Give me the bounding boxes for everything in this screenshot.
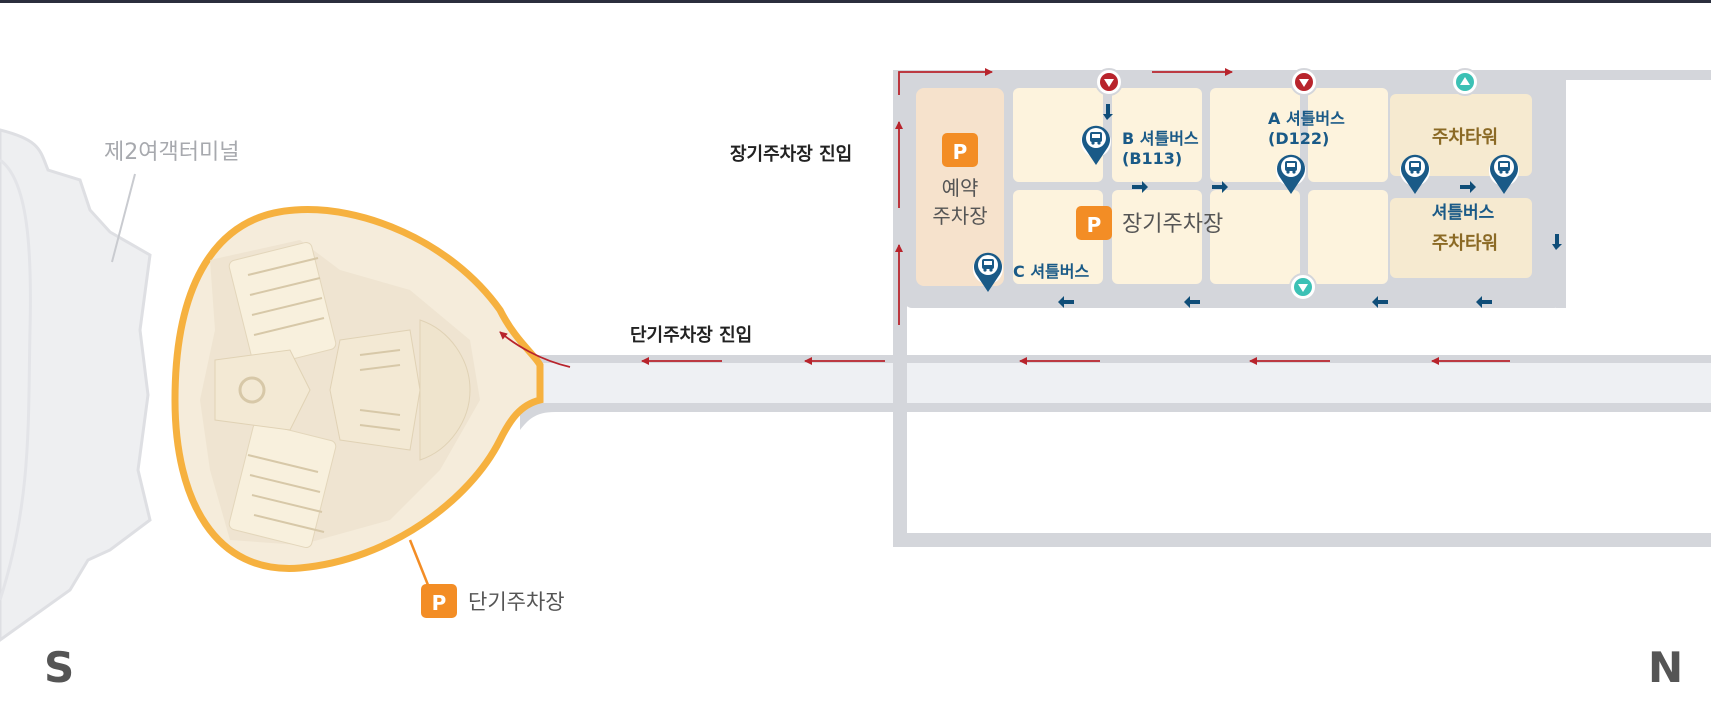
lot-block [1308, 190, 1388, 284]
lot-block [1210, 88, 1300, 182]
terminal-label: 제2여객터미널 [104, 140, 239, 165]
exit-marker-red [1095, 68, 1123, 96]
parking-tower-label: 주차타워 [1432, 126, 1498, 148]
compass-north: N [1648, 643, 1683, 692]
lot-block [1013, 88, 1103, 182]
reserved-parking-badge: P [942, 133, 978, 167]
long-term-entry-label: 장기주차장 진입 [730, 143, 852, 165]
shuttle-b-label: B 셔틀버스 [1122, 129, 1199, 148]
lot-block [1112, 88, 1202, 182]
shuttle-tower-label: 셔틀버스 [1432, 203, 1495, 223]
reserved-lot-block [916, 88, 1004, 286]
short-term-parking-badge: P [421, 584, 457, 618]
lot-block [1210, 190, 1300, 284]
reserved-parking-label: 주차장 [932, 204, 987, 228]
svg-text:P: P [1087, 213, 1102, 237]
traffic-direction-arrows [499, 68, 1510, 368]
short-term-lot-shape [171, 206, 544, 572]
long-term-parking-label: 장기주차장 [1122, 212, 1223, 237]
lot-block [1308, 88, 1388, 182]
long-term-parking-badge: P [1076, 206, 1112, 240]
tower-block [1390, 94, 1532, 176]
short-term-parking-label: 단기주차장 [468, 590, 565, 614]
shuttle-a-label: A 셔틀버스 [1268, 109, 1345, 128]
short-term-entry-label: 단기주차장 진입 [630, 324, 752, 346]
entry-marker-teal [1451, 68, 1479, 96]
tower-block [1390, 198, 1532, 278]
entry-marker-teal [1289, 273, 1317, 301]
svg-text:P: P [432, 591, 447, 615]
lot-flow-arrows [1058, 104, 1562, 308]
compass-south: S [44, 643, 74, 692]
long-term-lot [916, 88, 1532, 286]
reserved-parking-label: 예약 [942, 176, 979, 200]
terminal-leader-line [111, 173, 136, 263]
exit-marker-red [1290, 68, 1318, 96]
shuttle-b-code: (B113) [1122, 149, 1182, 168]
short-term-leader-line [408, 539, 430, 586]
shuttle-tower-label: 주차타워 [1432, 232, 1498, 254]
shuttle-c-label: C 셔틀버스 [1013, 262, 1089, 281]
shuttle-a-code: (D122) [1268, 129, 1329, 148]
lot-block [1112, 190, 1202, 284]
svg-text:P: P [953, 140, 968, 164]
top-border [0, 0, 1711, 3]
